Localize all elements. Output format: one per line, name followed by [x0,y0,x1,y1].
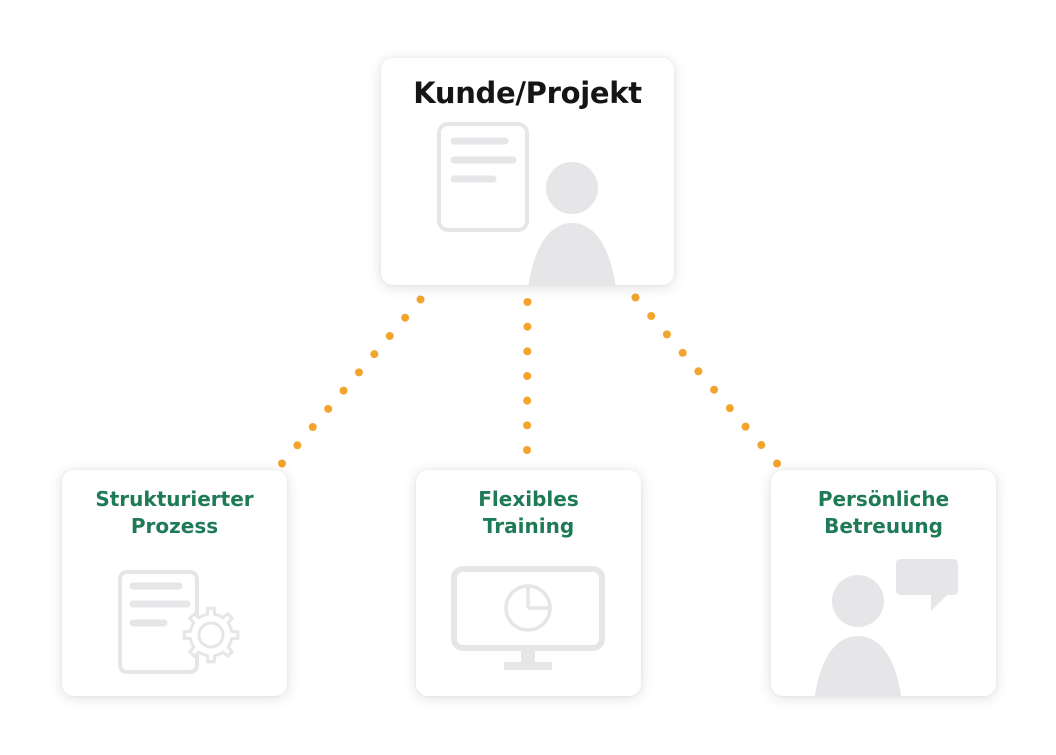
connector-dot [523,298,532,306]
card-title-line: Persönliche [817,487,950,511]
connector-dot [523,446,531,454]
monitor-pie-chart-icon [451,566,605,670]
connector-dot [324,404,333,413]
document-person-icon [437,122,616,285]
card-kunde-projekt: Kunde/Projekt [381,58,674,285]
connector-dot [278,459,286,468]
card-title: Persönliche Betreuung [771,486,996,540]
connector-dot [370,350,379,359]
connector-dot [523,347,532,356]
monitor-icon [451,566,605,670]
connector-dot [354,368,363,377]
pie-chart-icon [504,584,552,632]
card-title-line: Prozess [130,514,219,538]
document-icon [437,122,529,232]
person-icon [814,575,902,696]
card-flexibles-training: Flexibles Training [416,470,641,696]
document-gear-icon [118,570,240,674]
card-title-line: Flexibles [478,487,579,511]
connector-dot [523,322,532,331]
connector-dot [725,404,734,413]
connector-dot [647,311,656,320]
connector-dot [385,331,394,340]
connector-middle [523,298,532,454]
connector-right [631,293,781,468]
card-title: Flexibles Training [416,486,641,540]
connector-dot [773,459,781,468]
document-icon [118,570,199,674]
connector-dot [694,367,703,376]
connector-dot [523,421,532,430]
card-title-line: Betreuung [824,514,943,538]
connector-dot [741,422,750,431]
connector-dot [416,295,425,304]
person-speech-bubble-icon [814,559,958,696]
connector-dot [293,441,302,450]
card-title-line: Strukturierter [95,487,254,511]
card-title: Strukturierter Prozess [62,486,287,540]
connector-dot [757,441,766,450]
speech-bubble-icon [896,559,958,611]
connector-left [278,295,425,468]
connector-dot [523,372,532,380]
card-strukturierter-prozess: Strukturierter Prozess [62,470,287,696]
connector-dot [308,423,317,432]
connector-dot [339,386,348,395]
card-title: Kunde/Projekt [413,76,642,110]
card-persoenliche-betreuung: Persönliche Betreuung [771,470,996,696]
connector-dot [710,385,719,394]
connector-dot [678,348,687,357]
connector-dot [401,313,410,322]
connector-dot [662,330,671,339]
person-icon [528,162,616,285]
card-title-line: Training [482,514,575,538]
connector-dot [523,396,532,405]
gear-icon [182,606,240,664]
connector-dot [631,293,640,302]
